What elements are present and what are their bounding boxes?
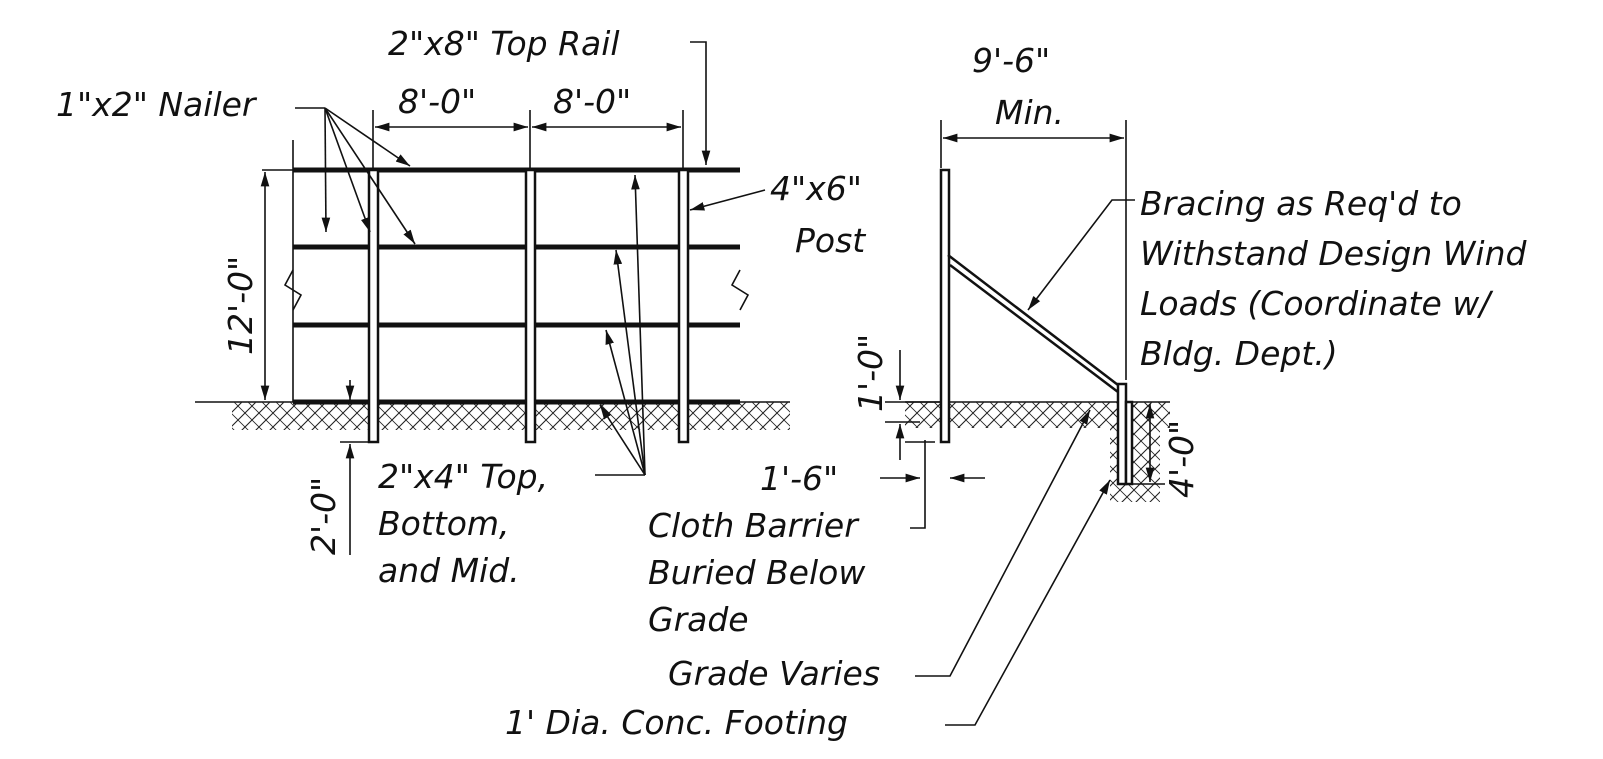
post-1: [367, 168, 380, 444]
concrete-footing: [1124, 400, 1134, 486]
spacing-right-label: 8'-0": [553, 82, 631, 121]
nailer-leader-3: [324, 107, 371, 233]
bracing-label-line1: Bracing as Req'd to: [1140, 184, 1462, 223]
rails-leader-4: [599, 404, 646, 476]
bracing-leader: [1027, 199, 1135, 311]
width-dimension-sub: Min.: [995, 93, 1064, 132]
rails-leader-3: [605, 329, 646, 476]
post-3: [677, 168, 690, 444]
footing-label: 1' Dia. Conc. Footing: [505, 703, 848, 742]
cloth-label-line2: Buried Below: [648, 553, 866, 592]
rails-label-line2: Bottom,: [378, 504, 510, 543]
bracing-label-line4: Bldg. Dept.): [1140, 334, 1338, 373]
fence-elevation: 12'-0" 2'-0" 8'-0" 8'-0" 2"x8" Top Rail …: [56, 24, 866, 590]
section-post: [939, 168, 951, 444]
rails-label-line3: and Mid.: [378, 551, 520, 590]
clearance-dimension-label: 1'-0": [851, 334, 890, 412]
cloth-depth-label: 1'-6": [760, 459, 838, 498]
nailer-leader-1: [324, 107, 411, 167]
nailer-label: 1"x2" Nailer: [56, 85, 258, 124]
nailer-leader-2: [321, 107, 331, 233]
width-dimension-label: 9'-6": [972, 41, 1050, 80]
grade-label: Grade Varies: [668, 654, 880, 693]
cloth-leader: [910, 440, 926, 529]
bracing-label-line3: Loads (Coordinate w/: [1140, 284, 1494, 323]
height-dimension-label: 12'-0": [221, 256, 260, 355]
footing-leader: [945, 479, 1111, 726]
nailer-leader-4: [324, 107, 416, 245]
grade-leader: [915, 409, 1091, 677]
rails-leader-1: [631, 174, 646, 476]
post-label-line1: 4"x6": [770, 169, 862, 208]
break-mark-left: [283, 269, 303, 311]
spacing-left-label: 8'-0": [398, 82, 476, 121]
footing-depth-label: 4'-0": [1162, 420, 1201, 498]
cloth-label-line1: Cloth Barrier: [648, 506, 860, 545]
post-label-line2: Post: [795, 221, 866, 260]
bracing-label-line2: Withstand Design Wind: [1140, 234, 1527, 273]
rails-leader-2: [613, 249, 646, 476]
top-rail-label: 2"x8" Top Rail: [388, 24, 620, 63]
earth-hatch-elevation: [232, 402, 790, 430]
break-mark-right: [730, 269, 750, 311]
brace: [947, 254, 1119, 386]
post-2: [524, 168, 537, 444]
cloth-label-line3: Grade: [648, 600, 749, 639]
top-rail-leader: [690, 41, 711, 165]
fence-section: 9'-6" Min. Bracing as Req'd to Withstand…: [505, 41, 1527, 742]
embed-dimension-label: 2'-0": [304, 477, 343, 555]
post-leader: [689, 189, 766, 211]
rails-label-line1: 2"x4" Top,: [378, 457, 548, 496]
